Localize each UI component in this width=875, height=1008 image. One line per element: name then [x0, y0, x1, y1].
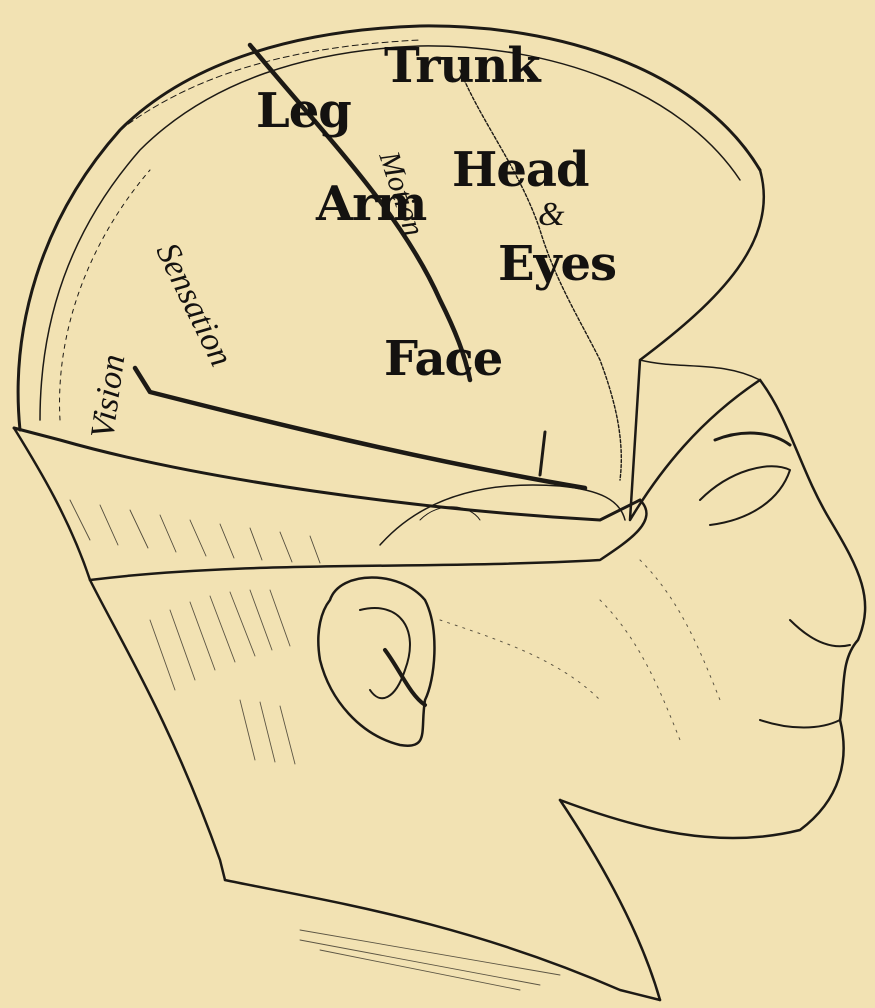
sylvian-fissure — [135, 368, 585, 488]
region-label-ampersand: & — [538, 198, 564, 232]
region-label-eyes: Eyes — [498, 240, 616, 288]
region-label-trunk: Trunk — [384, 42, 540, 90]
scalp-cut-rim — [14, 428, 640, 520]
face-profile — [560, 380, 865, 838]
region-label-face: Face — [384, 335, 502, 383]
neck-back — [90, 580, 225, 880]
region-label-leg: Leg — [256, 87, 351, 135]
neck-front — [560, 800, 660, 1000]
ear — [318, 578, 434, 746]
scalp-flap — [630, 170, 764, 520]
region-label-head: Head — [452, 146, 589, 194]
eye — [700, 466, 790, 525]
